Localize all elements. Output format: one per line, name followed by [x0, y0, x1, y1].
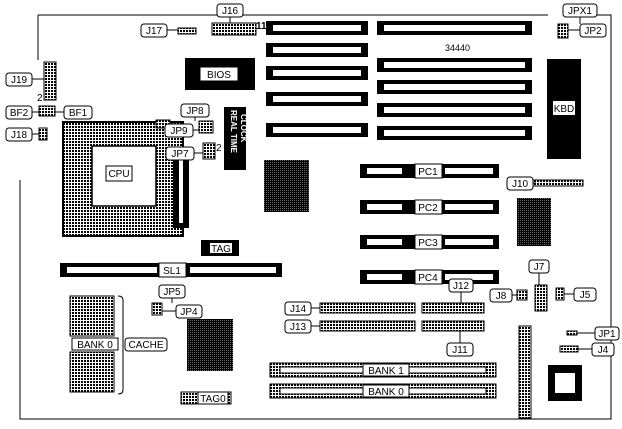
bank0-label: BANK 0	[368, 387, 404, 398]
rtc-label-2: CLOCK	[239, 114, 248, 143]
pc1-label: PC1	[418, 167, 438, 178]
callout-j7: J7	[534, 262, 545, 273]
callout-jp7: JP7	[171, 149, 189, 160]
callout-j8: J8	[496, 291, 507, 302]
cache-chip-top	[69, 295, 115, 337]
rtc-chip	[224, 107, 246, 170]
callout-jpx1: JPX1	[568, 6, 592, 17]
callout-jp2: JP2	[584, 26, 602, 37]
board-outline	[19, 14, 612, 420]
callout-leaders	[32, 17, 595, 350]
isa-slots-right	[377, 21, 532, 140]
tag-label: TAG	[211, 244, 231, 255]
cpu-label: CPU	[108, 169, 129, 180]
pc2-label: PC2	[418, 203, 438, 214]
j10-header	[532, 179, 584, 187]
sl1-label: SL1	[163, 266, 181, 277]
callout-bf1: BF1	[69, 108, 88, 119]
cache-bank0-label: BANK 0	[77, 340, 113, 351]
callout-cache: CACHE	[128, 340, 163, 351]
callout-j5: J5	[580, 290, 591, 301]
callout-j11: J11	[452, 345, 468, 356]
j14-header	[319, 302, 416, 314]
callout-j18: J18	[11, 130, 28, 141]
tag0-label: TAG0	[200, 394, 226, 405]
callout-j13: J13	[290, 322, 307, 333]
j13-header	[319, 320, 416, 332]
jumper-blocks	[38, 22, 579, 419]
callout-j14: J14	[290, 304, 307, 315]
j12-header	[421, 302, 485, 314]
bios-label: BIOS	[207, 70, 231, 81]
callout-jp4: JP4	[180, 307, 198, 318]
cache-chip-bottom	[69, 351, 115, 393]
chipset-2	[517, 198, 551, 246]
callout-jp1: JP1	[598, 329, 616, 340]
callout-jp8: JP8	[186, 106, 204, 117]
kbd-label: KBD	[554, 104, 575, 115]
j16-pin-marker: 11	[256, 21, 267, 32]
bank1-label: BANK 1	[368, 366, 404, 377]
chipset-1	[264, 160, 309, 212]
callout-j10: J10	[512, 179, 529, 190]
callout-jp9: JP9	[170, 126, 188, 137]
pc4-label: PC4	[418, 273, 438, 284]
callout-jp5: JP5	[163, 287, 181, 298]
callout-j4: J4	[598, 345, 609, 356]
pci-slots	[360, 164, 499, 284]
isa-slots-left	[266, 21, 368, 137]
j19-pin-marker: 2	[37, 93, 43, 104]
board-number: 34440	[445, 43, 470, 53]
callout-j12: J12	[453, 281, 470, 292]
j11-header	[421, 320, 485, 332]
rtc-label-1: REAL TIME	[229, 110, 238, 154]
callout-j16: J16	[222, 6, 239, 17]
pc3-label: PC3	[418, 238, 438, 249]
jp7-pin-marker: 2	[216, 143, 222, 154]
callout-bf2: BF2	[10, 108, 29, 119]
chipset-3	[187, 319, 233, 371]
callout-j17: J17	[146, 26, 163, 37]
callout-j19: J19	[11, 75, 28, 86]
